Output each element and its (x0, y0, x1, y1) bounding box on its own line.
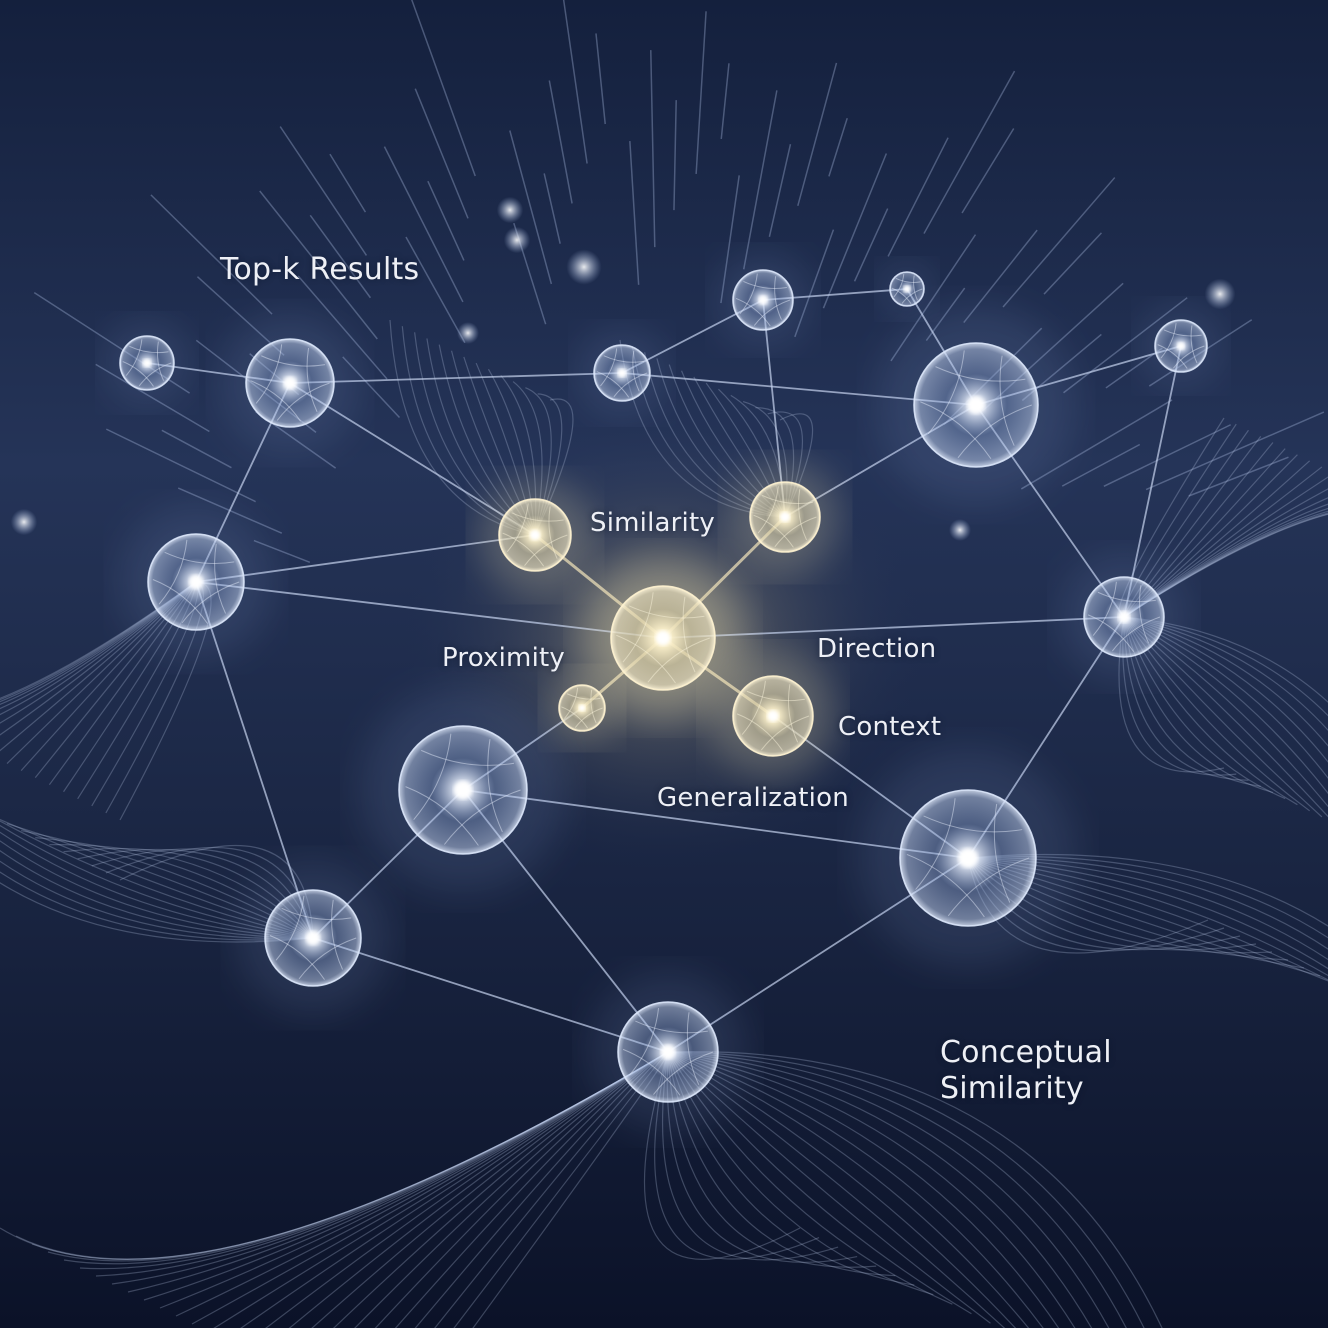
nodes (103, 252, 1223, 1132)
node-prox-small (545, 671, 619, 745)
node-core (579, 554, 747, 722)
node-left-mid (119, 505, 273, 659)
label-top-k-results: Top-k Results (220, 252, 420, 287)
node-top-center (577, 328, 667, 418)
label-similarity: Similarity (590, 508, 715, 538)
node-gen-left (360, 687, 566, 893)
label-proximity: Proximity (442, 643, 565, 673)
node-sim-right (729, 461, 841, 573)
node-top-small (879, 261, 935, 317)
node-right-lower (859, 749, 1077, 967)
node-top-center-r (715, 252, 811, 348)
node-left-lower (236, 861, 390, 1015)
node-context-node (709, 652, 837, 780)
node-far-right-top (1139, 304, 1223, 388)
node-upper-right-big (876, 305, 1076, 505)
distant-dots (10, 196, 1236, 541)
node-upper-left-b (219, 312, 361, 454)
node-upper-left-a (103, 319, 191, 407)
label-context: Context (838, 712, 942, 742)
label-generalization: Generalization (657, 783, 849, 813)
node-sim-left (477, 477, 593, 593)
label-conceptual-similarity: Conceptual Similarity (940, 1035, 1112, 1106)
node-bottom-center (588, 972, 748, 1132)
light-streaks (33, 0, 1325, 564)
label-direction: Direction (817, 634, 937, 664)
node-right-mid (1060, 553, 1188, 681)
